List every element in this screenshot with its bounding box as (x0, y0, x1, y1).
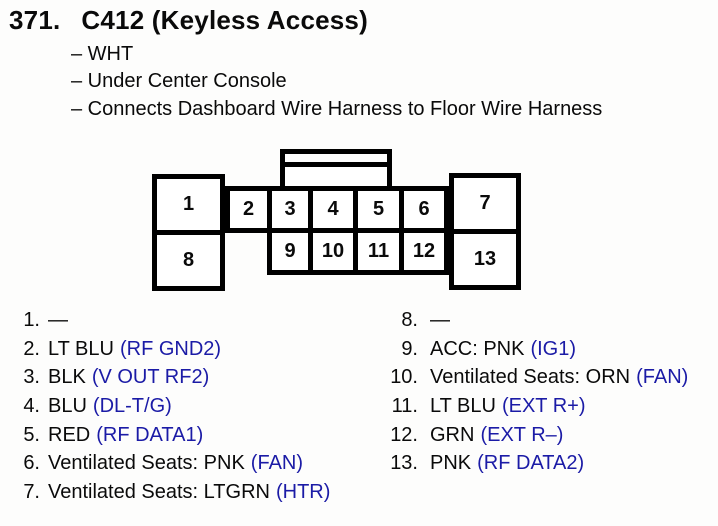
pin-signal-name: (HTR) (275, 481, 331, 504)
pin-wire-color: Ventilated Seats: LTGRN (48, 481, 270, 504)
pin-row-11: 11. LT BLU(EXT R+) (390, 392, 688, 421)
connector-cell-9: 9 (267, 228, 313, 275)
pin-list-right: 8. — 9. ACC: PNK(IG1) 10. Ventilated Seats:… (390, 306, 688, 478)
pin-signal-name: (EXT R+) (501, 395, 586, 418)
pin-number: 7. (23, 481, 40, 504)
detail-line-color: – WHT (71, 43, 134, 65)
pin-row-6: 6. Ventilated Seats: PNK(FAN) (18, 449, 330, 478)
pin-wire-color: — (48, 309, 68, 331)
pin-wire-color: BLU (48, 395, 87, 418)
cell-divider (454, 229, 516, 234)
pin-row-1: 1. — (18, 306, 330, 335)
pin-wire-color: Ventilated Seats: PNK (48, 452, 245, 475)
connector-cell-13: 13 (473, 248, 497, 270)
pin-row-8: 8. — (390, 306, 688, 335)
pin-signal-name: (RF DATA2) (477, 452, 585, 475)
pin-row-7: 7. Ventilated Seats: LTGRN(HTR) (18, 478, 330, 507)
pin-row-10: 10. Ventilated Seats: ORN(FAN) (390, 363, 688, 392)
pin-wire-color: LT BLU (48, 337, 114, 360)
connector-cell-1: 1 (182, 193, 195, 215)
connector-cell-10: 10 (308, 228, 358, 275)
pin-signal-name: (FAN) (636, 366, 689, 389)
page-title: 371. C412 (Keyless Access) (9, 5, 368, 36)
pin-row-3: 3. BLK(V OUT RF2) (18, 363, 330, 392)
pin-wire-color: ACC: PNK (430, 337, 525, 360)
pin-number: 11. (391, 395, 418, 418)
connector-cell-6: 6 (399, 186, 449, 233)
detail-line-location: – Under Center Console (71, 70, 287, 93)
pin-wire-color: GRN (430, 423, 475, 446)
connector-cell-7-13: 7 13 (449, 173, 521, 290)
connector-cell-3: 3 (267, 186, 313, 233)
pin-number: 9. (401, 337, 418, 360)
pin-number: 2. (23, 337, 40, 360)
pin-signal-name: (FAN) (250, 452, 304, 475)
pin-number: 4. (23, 395, 40, 418)
pin-number: 1. (23, 309, 40, 331)
connector-cell-2: 2 (225, 186, 272, 233)
connector-cell-11: 11 (353, 228, 404, 275)
pin-row-12: 12. GRN(EXT R–) (390, 421, 688, 450)
pin-number: 3. (23, 366, 40, 389)
pin-list-left: 1. — 2. LT BLU(RF GND2) 3. BLK(V OUT RF2) 4… (18, 306, 330, 507)
pin-wire-color: LT BLU (430, 395, 496, 418)
connector-cell-12: 12 (399, 228, 449, 275)
pin-signal-name: (RF GND2) (119, 337, 222, 360)
pin-signal-name: (RF DATA1) (96, 423, 204, 446)
pin-number: 8. (401, 309, 418, 331)
connector-cell-7: 7 (479, 192, 491, 214)
connector-cell-8: 8 (182, 249, 195, 271)
pin-row-5: 5. RED(RF DATA1) (18, 421, 330, 450)
pin-wire-color: BLK (48, 366, 86, 389)
connector-latch (280, 149, 392, 186)
pin-row-13: 13. PNK(RF DATA2) (390, 449, 688, 478)
pin-row-9: 9. ACC: PNK(IG1) (390, 335, 688, 364)
pin-signal-name: (DL-T/G) (92, 395, 172, 418)
latch-bar (285, 162, 387, 167)
pin-signal-name: (V OUT RF2) (91, 366, 210, 389)
pin-row-4: 4. BLU(DL-T/G) (18, 392, 330, 421)
pin-number: 13. (390, 452, 418, 475)
connector-title: C412 (Keyless Access) (81, 5, 368, 35)
pin-number: 12. (390, 423, 418, 446)
pin-wire-color: PNK (430, 452, 472, 475)
pin-number: 6. (23, 452, 40, 475)
pin-signal-name: (IG1) (530, 337, 577, 360)
cell-divider (157, 230, 220, 235)
pin-wire-color: RED (48, 423, 91, 446)
connector-cell-5: 5 (353, 186, 404, 233)
pin-signal-name: (EXT R–) (480, 423, 564, 446)
pin-wire-color: Ventilated Seats: ORN (430, 366, 631, 389)
connector-cell-4: 4 (308, 186, 358, 233)
connector-details: – WHT – Under Center Console – Connects … (71, 41, 602, 123)
detail-line-function: – Connects Dashboard Wire Harness to Flo… (71, 97, 603, 120)
connector-cell-1-8: 1 8 (152, 174, 225, 291)
pin-number: 5. (23, 423, 40, 446)
pin-row-2: 2. LT BLU(RF GND2) (18, 335, 330, 364)
pin-number: 10. (390, 366, 418, 389)
pin-wire-color: — (430, 309, 450, 331)
section-number: 371. (9, 5, 61, 35)
